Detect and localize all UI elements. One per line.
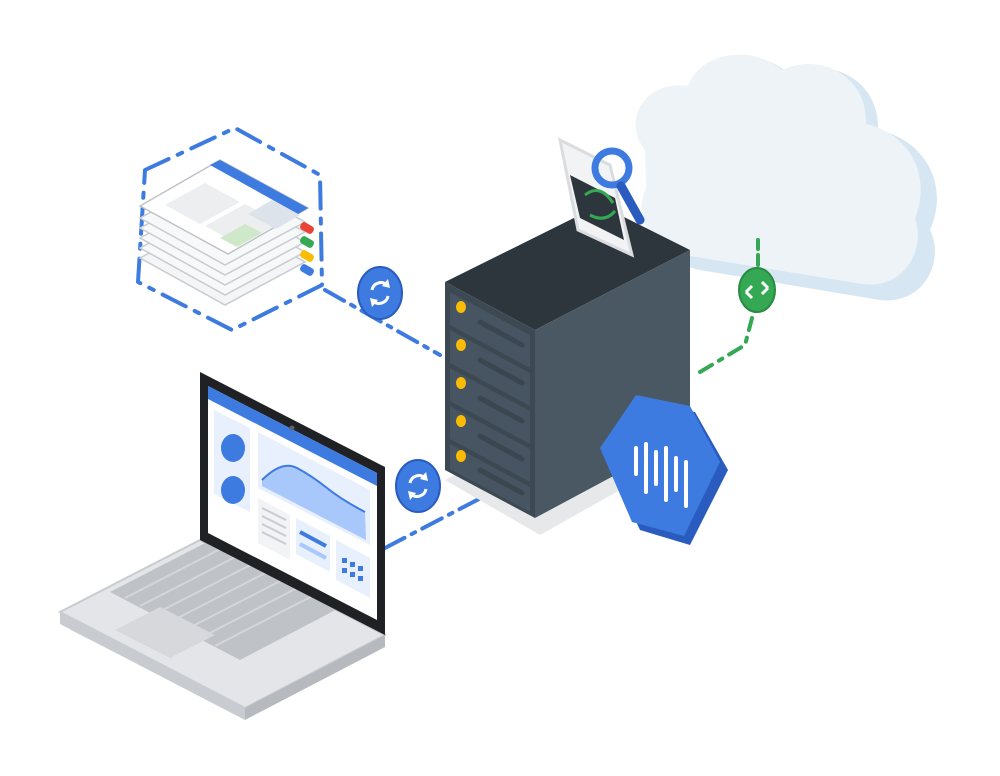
sync-icon bbox=[357, 266, 403, 320]
server-drive-bays bbox=[450, 292, 530, 512]
connector-documents-server bbox=[323, 288, 442, 357]
bar-code-analytics-icon bbox=[600, 395, 728, 545]
search-icon bbox=[557, 137, 645, 258]
connector-server-cloud bbox=[698, 238, 760, 374]
cloud-icon bbox=[635, 54, 937, 301]
sync-icon bbox=[395, 459, 441, 513]
documents-stack-icon bbox=[136, 126, 324, 332]
laptop-icon bbox=[57, 372, 388, 720]
transfer-arrows-icon bbox=[738, 267, 776, 313]
connector-laptop-server bbox=[383, 486, 502, 550]
